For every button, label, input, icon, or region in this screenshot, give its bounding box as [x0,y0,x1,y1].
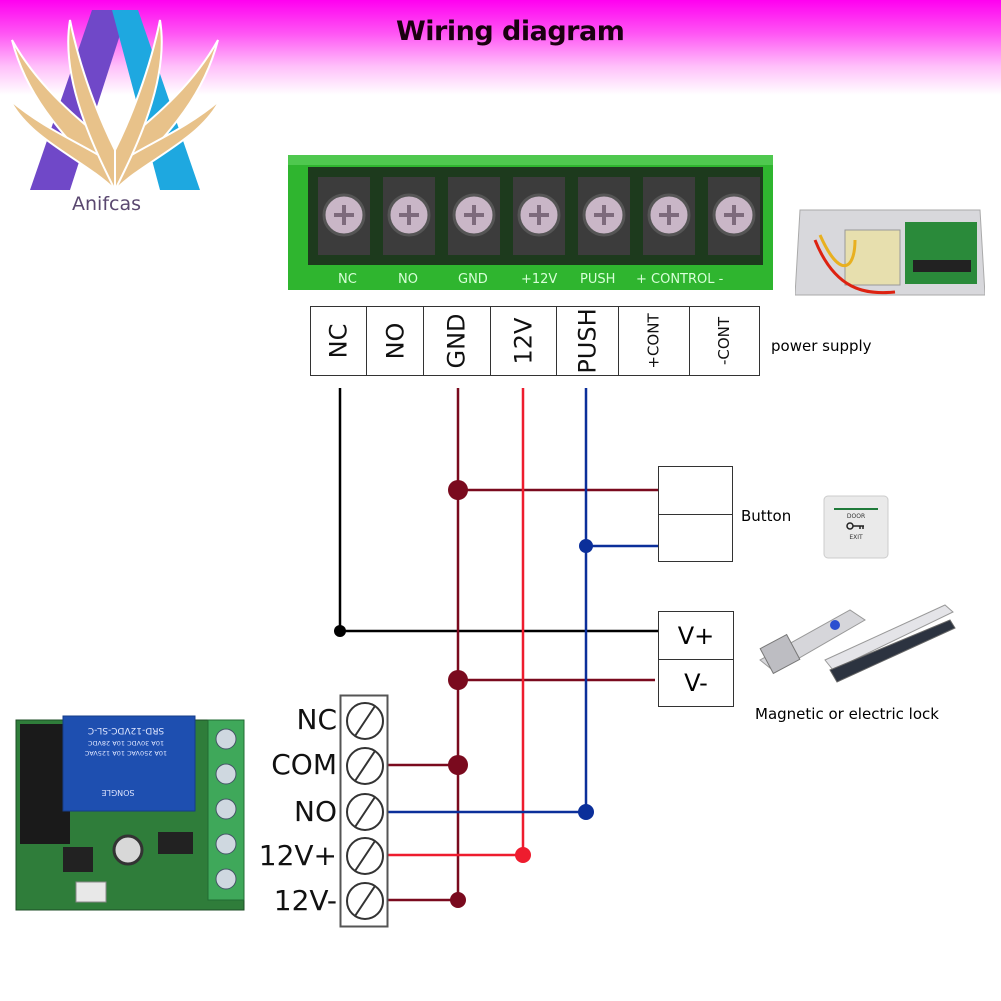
electric-bolt-lock [759,609,866,675]
power-supply-unit-image [795,209,985,296]
relay-module-image: SRD-12VDC-SL-C 10A 30VDC 10A 28VDC 10A 2… [15,715,245,911]
power-supply-label: power supply [771,337,872,355]
exit-plate-door: DOOR [847,513,865,520]
silkscreen-labels: NC NO GND +12V PUSH + CONTROL - [338,272,724,287]
silk-label-nc: NC [338,272,357,287]
screw-icon [318,177,370,255]
button-terminal-box [658,466,733,562]
logo-wings [9,19,221,193]
power-supply-terminal-table: NC NO GND 12V PUSH +CONT -CONT [310,306,760,376]
screw-terminal-icon [346,882,384,920]
screw-icon [383,177,435,255]
terminal-cell-nc: NC [311,307,367,375]
silk-label-push: PUSH [580,272,615,287]
relay-label-com: COM [271,748,337,781]
terminal-cell-plus-cont: +CONT [619,307,690,375]
relay-brand: SONGLE [101,788,134,797]
lock-devices-image [759,604,956,683]
terminal-cell-gnd: GND [424,307,491,375]
button-terminal-2 [659,515,732,560]
relay-label-no: NO [294,795,337,828]
terminal-cell-push: PUSH [557,307,619,375]
lock-terminal-box: V+ V- [658,611,734,707]
junction-dot-gnd-12vminus [450,892,466,908]
terminal-screws [318,177,760,255]
lock-terminal-vminus: V- [684,668,708,697]
relay-label-12v-minus: 12V- [273,884,337,917]
button-label: Button [741,507,792,525]
page-title: Wiring diagram [396,16,625,47]
screw-icon [448,177,500,255]
relay-rating-1: 10A 30VDC 10A 28VDC [87,739,164,747]
lock-terminal-vplus: V+ [659,612,733,660]
screw-terminal-icon [346,793,384,831]
wire-nc-black [338,388,658,633]
screw-icon [578,177,630,255]
silk-label-control: + CONTROL - [636,272,724,287]
junction-dot-push-button [579,539,593,553]
exit-button-image: DOOR EXIT [823,495,889,559]
brand-logo [9,10,221,193]
chip [63,847,93,872]
silk-label-12v: +12V [521,272,557,287]
screw-icon [513,177,565,255]
antenna-coil [20,724,70,844]
terminal-cell-no: NO [367,307,424,375]
relay-label-nc: NC [296,703,338,736]
relay-label-12v-plus: 12V+ [258,839,337,872]
junction-dot-gnd-lock [448,670,468,690]
relay-model-text: SRD-12VDC-SL-C [88,725,164,735]
header-band [0,0,1001,95]
wire-12v [383,388,525,857]
junction-dot-gnd-button [448,480,468,500]
key-icon [846,522,864,530]
relay-rating-2: 10A 250VAC 10A 125VAC [84,749,167,757]
junction-dot-gnd-com [448,755,468,775]
relay-terminal-strip [339,694,389,928]
magnetic-lock [824,604,956,683]
junction-dot-push-no [578,804,594,820]
learn-button [75,881,107,903]
capacitor [112,834,144,866]
button-terminal-1 [659,467,732,515]
screw-terminal-icon [346,747,384,785]
brand-name: Anifcas [72,193,141,215]
screw-icon [708,177,760,255]
junction-dot-nc [334,625,346,637]
relay-component [62,715,196,812]
terminal-cell-minus-cont: -CONT [715,316,734,366]
terminal-cell-12v: 12V [491,307,557,375]
screw-terminal-icon [346,702,384,740]
wire-push [388,388,588,814]
silk-label-gnd: GND [458,272,488,287]
junction-dot-12v [515,847,531,863]
power-supply-terminal-board: NC NO GND +12V PUSH + CONTROL - [288,155,773,290]
screw-terminal-icon [346,837,384,875]
screw-icon [643,177,695,255]
lock-label: Magnetic or electric lock [755,705,939,723]
exit-plate-exit: EXIT [849,534,863,541]
silk-label-no: NO [398,272,418,287]
